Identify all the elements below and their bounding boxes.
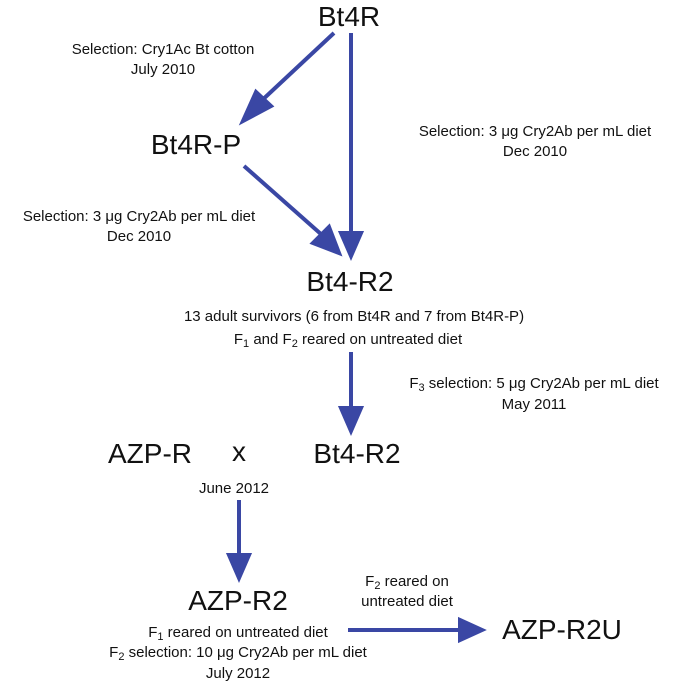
note-selection-cry1ac-date: July 2010 <box>130 61 196 78</box>
note-azp-date: July 2012 <box>205 665 271 682</box>
note-bt4r2-survivors: 13 adult survivors (6 from Bt4R and 7 fr… <box>183 308 525 325</box>
node-bt4r-p: Bt4R-P <box>150 129 242 160</box>
node-bt4-r2: Bt4-R2 <box>306 266 394 297</box>
node-bt4r: Bt4R <box>317 1 381 32</box>
note-selection-right-date: Dec 2010 <box>502 143 568 160</box>
arrowhead-bt4rp-to-bt4r2 <box>309 223 343 257</box>
note-f3-date: May 2011 <box>501 396 567 413</box>
arrowhead-bt4r2-to-cross <box>337 406 365 437</box>
arrowhead-azpr2-to-azpr2u <box>458 616 487 644</box>
note-f2-untreated-line2: untreated diet <box>361 593 453 610</box>
note-f3-selection: F3 selection: 5 μg Cry2Ab per mL diet <box>409 375 659 394</box>
note-bt4r2-rearing: F1 and F2 reared on untreated diet <box>233 331 463 350</box>
node-azp-r2u: AZP-R2U <box>502 614 622 645</box>
note-azp-f1: F1 reared on untreated diet <box>148 624 328 643</box>
arrowhead-bt4r-to-bt4rp <box>238 88 275 126</box>
node-azp-r2: AZP-R2 <box>188 585 288 616</box>
note-azp-f2-selection: F2 selection: 10 μg Cry2Ab per mL diet <box>109 644 367 663</box>
note-selection-left: Selection: 3 μg Cry2Ab per mL diet <box>22 208 256 225</box>
note-selection-left-date: Dec 2010 <box>106 228 172 245</box>
arrow-bt4rp-to-bt4r2 <box>242 164 324 237</box>
note-selection-right: Selection: 3 μg Cry2Ab per mL diet <box>418 123 652 140</box>
note-f2-untreated: F2 reared on <box>365 573 449 592</box>
node-azp-r: AZP-R <box>108 438 192 469</box>
arrowhead-cross-to-azpr2 <box>225 553 253 584</box>
cross-symbol: x <box>232 436 246 467</box>
note-cross-date: June 2012 <box>198 480 270 497</box>
arrow-bt4r-to-bt4rp <box>256 31 336 106</box>
arrowhead-bt4r-to-bt4r2 <box>337 231 365 262</box>
note-selection-cry1ac: Selection: Cry1Ac Bt cotton <box>71 41 255 58</box>
node-bt4-r2-cross: Bt4-R2 <box>313 438 401 469</box>
